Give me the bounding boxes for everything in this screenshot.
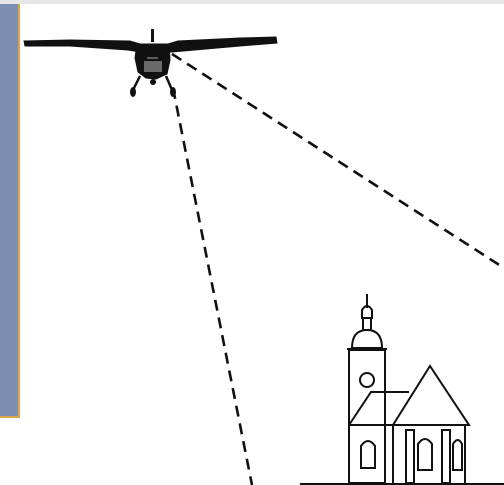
airplane-icon: [24, 29, 277, 97]
church-icon: [347, 294, 469, 483]
sight-line-to-right: [172, 54, 504, 268]
sight-line-to-ground: [173, 88, 252, 485]
